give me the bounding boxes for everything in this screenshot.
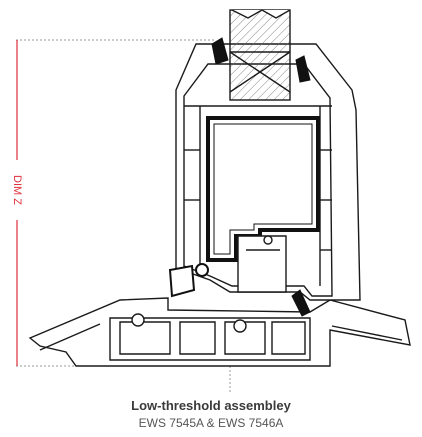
gaskets [168, 37, 311, 317]
center-clip [237, 235, 287, 293]
dimension-label: DIM Z [10, 160, 24, 220]
glazing-top [229, 9, 291, 101]
caption-subtitle: EWS 7545A & EWS 7546A [138, 416, 284, 430]
sash-profile [175, 43, 361, 301]
dimension-guides [16, 39, 231, 392]
caption-title: Low-threshold assembley [131, 398, 291, 413]
sill-profile [28, 297, 411, 367]
